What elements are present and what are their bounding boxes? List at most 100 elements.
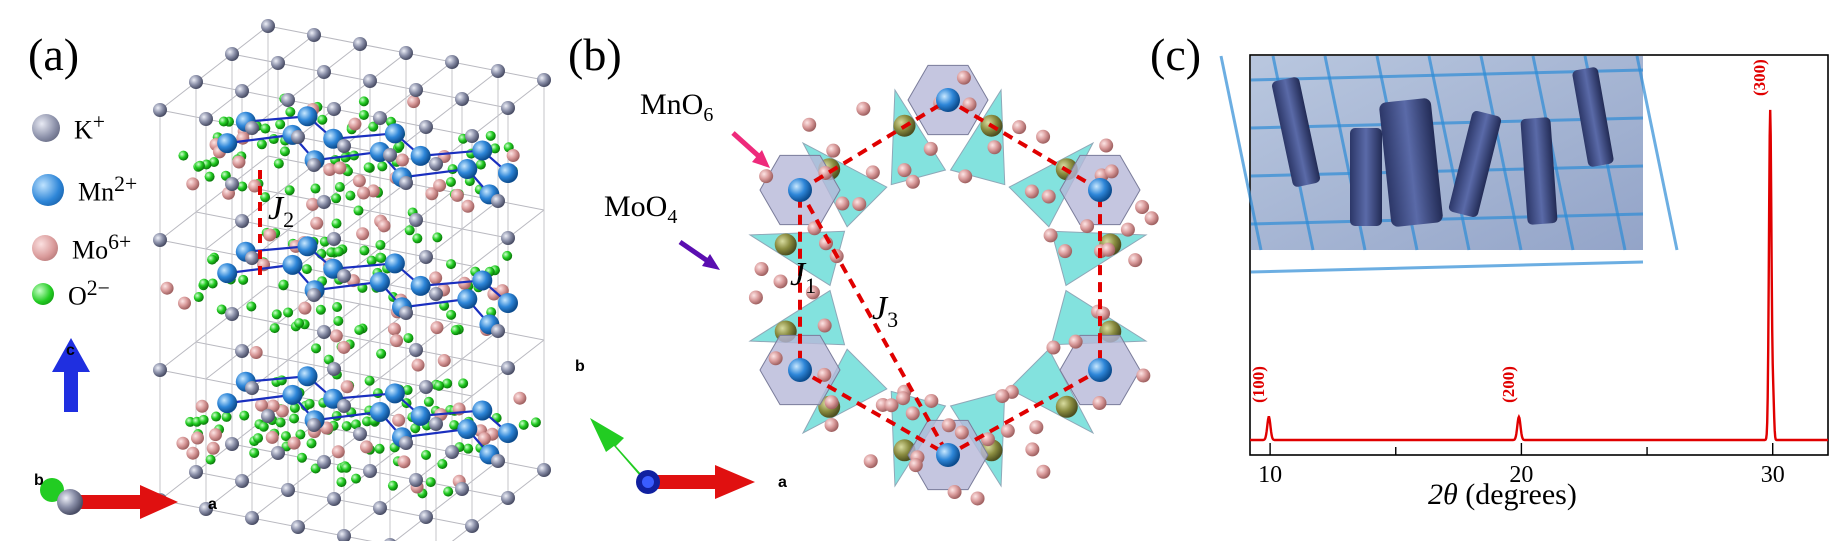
- k-atom: [225, 177, 239, 191]
- o-atom: [475, 159, 486, 170]
- o-atom: [336, 477, 347, 488]
- o-atom: [376, 348, 387, 359]
- k-atom: [409, 83, 423, 97]
- o-atom: [446, 309, 457, 320]
- mo-atom: [306, 197, 320, 211]
- k-atom: [337, 399, 351, 413]
- mo-atom: [323, 163, 337, 177]
- legend-item-o: O2−: [32, 276, 110, 312]
- k-atom: [189, 75, 203, 89]
- o-atom: [260, 123, 271, 134]
- o-atom: [404, 225, 415, 236]
- k-atom: [537, 73, 551, 87]
- peak-label: (100): [1249, 366, 1268, 403]
- oxygen-atom: [1041, 189, 1056, 204]
- o-atom: [402, 385, 413, 396]
- k-atom: [317, 65, 331, 79]
- k-atom: [399, 436, 413, 450]
- lattice-line: [451, 469, 545, 541]
- crystals: [1272, 67, 1614, 227]
- o-atom: [278, 279, 289, 290]
- k-atom: [373, 111, 387, 125]
- o-atom: [387, 480, 398, 491]
- mo-atom: [348, 117, 362, 131]
- k-atom: [491, 64, 505, 78]
- mn-atom: [369, 271, 390, 292]
- o-atom: [304, 398, 315, 409]
- mo-atom: [266, 399, 280, 413]
- mn-atom: [297, 236, 318, 257]
- j1-label: J1: [790, 256, 817, 298]
- o-atom: [283, 307, 294, 318]
- mo-atom: [356, 227, 370, 241]
- mn-atom: [936, 443, 960, 467]
- k-atom: [491, 454, 505, 468]
- o-atom: [458, 378, 469, 389]
- plot-frame: [1249, 54, 1829, 456]
- k-atom: [199, 502, 213, 516]
- oxygen-atom: [1120, 222, 1135, 237]
- mo-atom: [186, 446, 200, 460]
- o-atom: [368, 121, 379, 132]
- k-atom: [445, 55, 459, 69]
- oxygen-atom: [1012, 120, 1027, 135]
- oxygen-atom: [1068, 334, 1083, 349]
- mn-atom: [472, 270, 493, 291]
- panel-b-label: (b): [568, 29, 622, 80]
- o-atom: [374, 443, 385, 454]
- oxygen-atom: [1099, 138, 1114, 153]
- mn-atom: [788, 358, 812, 382]
- o-atom: [279, 146, 290, 157]
- o-atom: [445, 176, 456, 187]
- k-atom: [245, 251, 259, 265]
- o-atom: [490, 143, 501, 154]
- lattice-line: [343, 321, 453, 407]
- panel-a-label: (a): [28, 29, 80, 80]
- oxygen-atom: [805, 285, 820, 300]
- mo-atom: [186, 177, 200, 191]
- k-atom: [491, 194, 505, 208]
- oxygen-atom: [1024, 184, 1039, 199]
- oxygen-atom: [1036, 129, 1051, 144]
- x-tick-label: 10: [1258, 462, 1282, 488]
- k-atom: [307, 28, 321, 42]
- b-axis-label-b: b: [575, 358, 585, 375]
- oxygen-atom: [905, 406, 920, 421]
- o-atom: [275, 119, 286, 130]
- mo-atom: [477, 432, 491, 446]
- k-atom: [363, 74, 377, 88]
- o-atom: [345, 190, 356, 201]
- mo-atom: [190, 431, 204, 445]
- o-atom: [198, 414, 209, 425]
- oxygen-atom: [1058, 244, 1073, 259]
- k-atom: [271, 446, 285, 460]
- o-atom: [280, 431, 291, 442]
- mn-atom: [472, 400, 493, 421]
- mo-atom: [249, 346, 263, 360]
- o-atom: [363, 162, 374, 173]
- crystal-1: [1272, 77, 1320, 187]
- oxygen-atom: [1046, 340, 1061, 355]
- k-atom: [199, 112, 213, 126]
- o-atom: [269, 323, 280, 334]
- lattice-line: [251, 43, 361, 129]
- moo4-label: MoO4: [604, 190, 678, 228]
- k-atom: [501, 101, 515, 115]
- o-atom: [341, 421, 352, 432]
- k-atom: [383, 148, 397, 162]
- mo-atom: [340, 380, 354, 394]
- o-atom: [372, 388, 383, 399]
- o-atom: [359, 245, 370, 256]
- o-atom: [421, 450, 432, 461]
- oxygen-atom: [773, 274, 788, 289]
- mn-atom: [369, 401, 390, 422]
- lattice-line: [394, 460, 499, 541]
- mn-atom: [498, 163, 518, 183]
- oxygen-atom: [941, 418, 956, 433]
- k-atom: [327, 492, 341, 506]
- mn-atom: [498, 423, 518, 443]
- o-atom: [332, 302, 343, 313]
- oxygen-atom: [956, 70, 971, 85]
- o-atom: [423, 396, 434, 407]
- k-atom: [235, 214, 249, 228]
